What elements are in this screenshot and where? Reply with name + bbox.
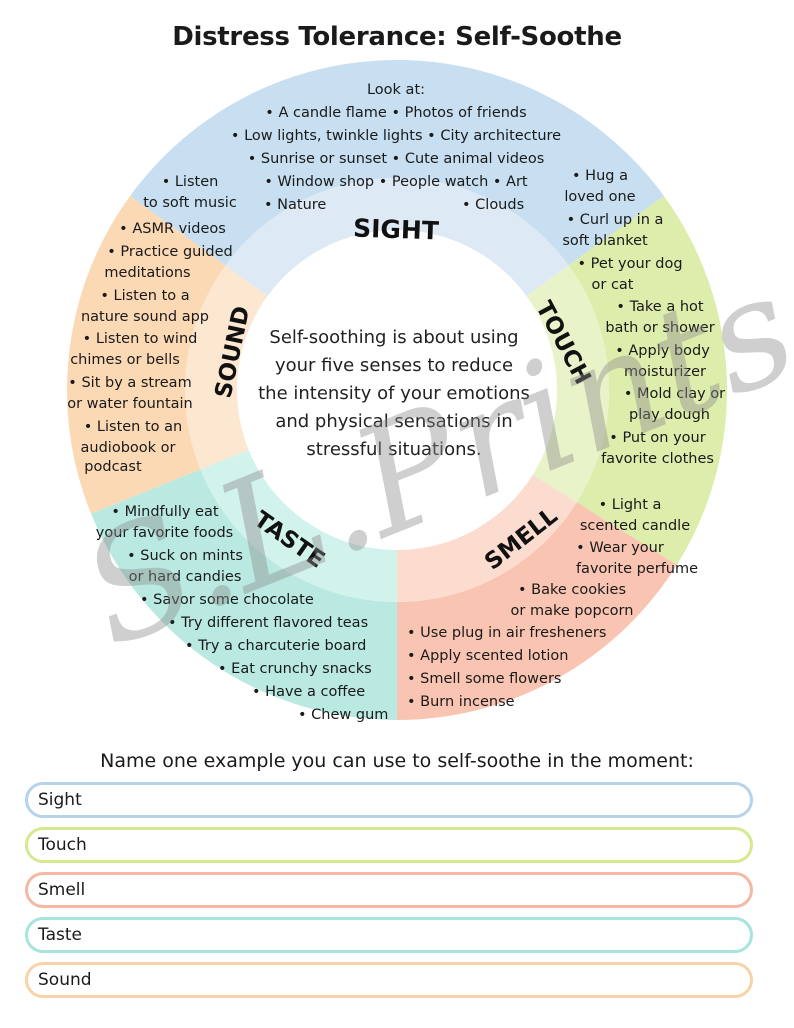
sound-line: • ASMR videos [119, 221, 226, 237]
touch-line: • Pet your dog [577, 256, 683, 272]
sound-line: audiobook or [80, 440, 176, 456]
sound-line: to soft music [143, 195, 237, 211]
sight-line: • A candle flame • Photos of friends [265, 105, 527, 121]
prompt-text: Name one example you can use to self-soo… [100, 750, 694, 772]
smell-line: • Use plug in air fresheners [407, 625, 607, 641]
taste-line: • Try a charcuterie board [185, 638, 367, 654]
smell-outer-wedge [397, 502, 677, 720]
taste-inner-wedge [200, 449, 397, 602]
taste-line: • Have a coffee [252, 684, 366, 700]
smell-line: scented candle [579, 518, 691, 534]
touch-line: • Take a hot [616, 299, 704, 315]
touch-line: • Curl up in a [566, 212, 664, 228]
touch-line: bath or shower [605, 320, 715, 336]
center-description: Self-soothing is about using your five s… [258, 327, 530, 460]
smell-line: • Bake cookies [517, 582, 627, 598]
sound-line: • Listen [161, 174, 219, 190]
smell-line: • Apply scented lotion [407, 648, 569, 664]
smell-line: • Light a [598, 497, 662, 513]
taste-line: your favorite foods [95, 525, 234, 541]
sight-line: • Low lights, twinkle lights • City arch… [230, 128, 562, 144]
touch-line: • Hug a [572, 168, 628, 184]
smell-answer-field[interactable]: Smell [25, 872, 753, 908]
sight-outer-wedge [130, 60, 664, 266]
sound-line: • Listen to an [83, 419, 183, 435]
taste-line: • Mindfully eat [111, 504, 219, 520]
touch-line: or cat [591, 277, 634, 293]
sight-line: • Clouds [462, 197, 525, 213]
smell-line: • Burn incense [407, 694, 515, 710]
center-circle [237, 230, 557, 550]
taste-outer-wedge [91, 469, 397, 720]
smell-line: favorite perfume [575, 561, 699, 577]
sight-intro: Look at: [366, 82, 426, 98]
smell-inner-wedge [397, 473, 577, 602]
sound-line: • Sit by a stream [68, 375, 192, 391]
touch-line: favorite clothes [601, 451, 714, 467]
smell-line: or make popcorn [510, 603, 634, 619]
touch-line: • Mold clay or [623, 386, 726, 402]
touch-line: • Apply body [615, 343, 710, 359]
sound-answer-field[interactable]: Sound [25, 962, 753, 998]
taste-line: • Eat crunchy snacks [218, 661, 372, 677]
sound-line: chimes or bells [70, 352, 180, 368]
touch-line: soft blanket [562, 233, 648, 249]
taste-line: or hard candies [128, 569, 242, 585]
touch-line: loved one [564, 189, 636, 205]
taste-line: • Suck on mints [127, 548, 243, 564]
smell-line: • Smell some flowers [407, 671, 562, 687]
sight-line: • Sunrise or sunset • Cute animal videos [247, 151, 545, 167]
sound-line: • Listen to wind [82, 331, 198, 347]
taste-line: • Chew gum [298, 707, 389, 723]
touch-line: moisturizer [624, 364, 706, 380]
taste-answer-field[interactable]: Taste [25, 917, 753, 953]
taste-line: • Savor some chocolate [140, 592, 314, 608]
touch-outer-wedge [568, 196, 727, 565]
sound-outer-wedge [67, 196, 226, 514]
sight-line: • Window shop • People watch • Art [264, 174, 528, 190]
sound-line: • Listen to a [100, 288, 190, 304]
taste-line: • Try different flavored teas [168, 615, 369, 631]
touch-line: play dough [629, 407, 710, 423]
sound-line: podcast [84, 459, 142, 475]
sound-line: • Practice guided [107, 244, 233, 260]
sight-inner-wedge [225, 177, 569, 298]
sight-label: SIGHT [353, 214, 440, 246]
sight-line: • Nature [264, 197, 327, 213]
page-title: Distress Tolerance: Self-Soothe [172, 22, 622, 52]
sound-line: or water fountain [67, 396, 193, 412]
smell-line: • Wear your [576, 540, 664, 556]
touch-line: • Put on your [609, 430, 706, 446]
touch-answer-field[interactable]: Touch [25, 827, 753, 863]
sound-inner-wedge [185, 265, 270, 470]
sight-answer-field[interactable]: Sight [25, 782, 753, 818]
sound-line: nature sound app [80, 309, 210, 325]
sound-line: meditations [104, 265, 191, 281]
